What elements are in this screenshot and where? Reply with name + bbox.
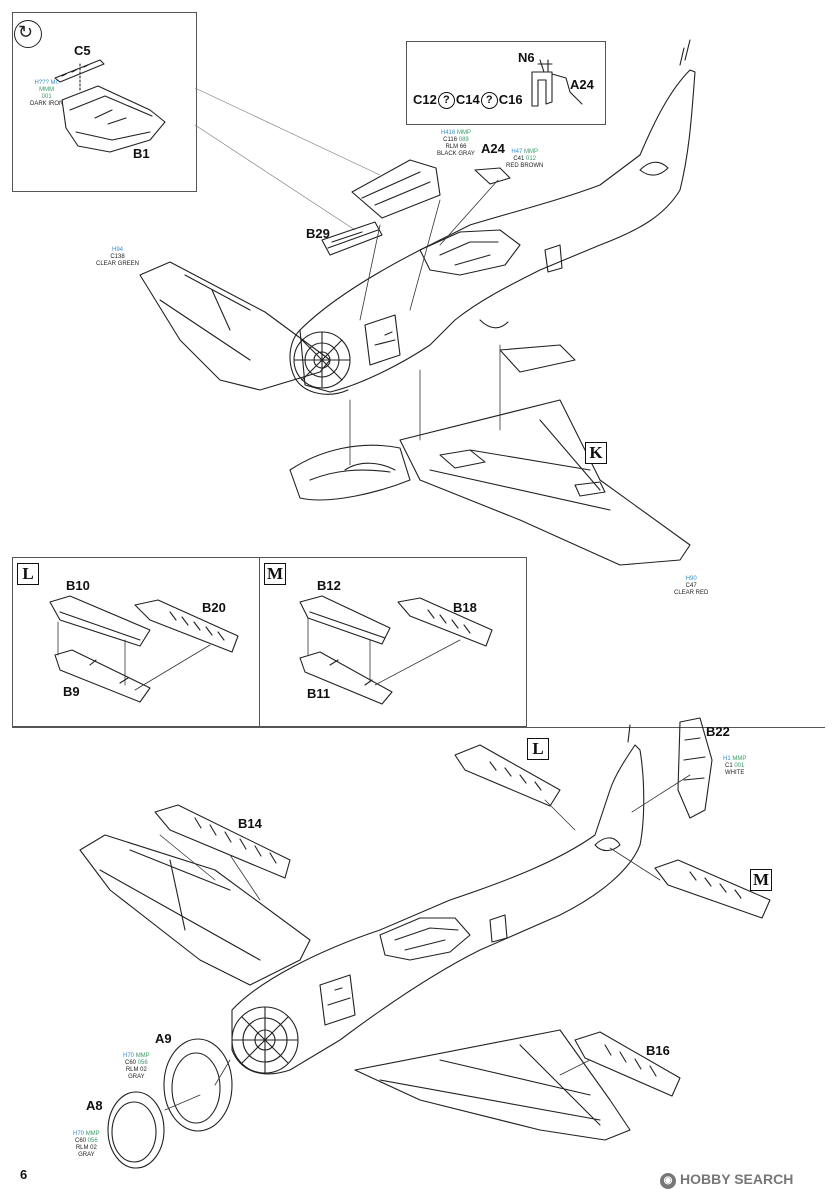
label-b14: B14 [238, 816, 262, 831]
lower-assembly-arrows [159, 774, 691, 1111]
label-option-group: C12?C14?C16 [413, 92, 523, 109]
label-n6: N6 [518, 50, 535, 65]
a9-part [163, 1038, 233, 1132]
step-m-arrows [307, 617, 461, 686]
b9-part [54, 649, 151, 703]
label-b10: B10 [66, 578, 90, 593]
step-marker-l: L [17, 563, 39, 585]
label-b20: B20 [202, 600, 226, 615]
step-panel-m [259, 557, 527, 727]
label-b29: B29 [306, 226, 330, 241]
a8-part [107, 1091, 165, 1169]
b18-part [397, 597, 493, 647]
step-ref-l: L [527, 738, 549, 760]
label-a9: A9 [155, 1031, 172, 1046]
lower-left-wing [79, 834, 311, 986]
l-flap-part [454, 744, 561, 807]
lower-right-wing [354, 1029, 631, 1141]
label-b18: B18 [453, 600, 477, 615]
label-a24-inset: A24 [570, 77, 594, 92]
m-flap-part [654, 859, 771, 919]
upper-assembly-arrows [349, 179, 501, 466]
label-b1: B1 [133, 146, 150, 161]
label-b9: B9 [63, 684, 80, 699]
option-mark-icon: ? [437, 92, 455, 109]
label-a8: A8 [86, 1098, 103, 1113]
watermark-text: HOBBY SEARCH [680, 1171, 794, 1187]
upper-fuselage [289, 39, 696, 395]
lower-divider [12, 727, 825, 728]
a24-inset-part [531, 59, 583, 107]
upper-wing-centre [289, 444, 411, 501]
step-ref-m: M [750, 869, 772, 891]
b12-part [299, 595, 391, 645]
paint-code-black-gray: H416 MMP C116 089 RLM 66 BLACK GRAY [437, 130, 475, 157]
inset-leader-lines [194, 87, 381, 231]
b14-part [154, 804, 291, 879]
paint-code-red-brown: H47 MMP C41 012 RED BROWN [506, 149, 544, 169]
a24-part [474, 167, 511, 185]
page-number: 6 [20, 1167, 28, 1182]
label-c12: C12 [413, 92, 437, 107]
b10-part [49, 595, 151, 647]
step-marker-k: K [585, 442, 607, 464]
paint-code-dark-iron: H??? Mr. MMM 001 DARK IRON [30, 80, 64, 107]
lower-fuselage [231, 724, 645, 1075]
step-marker-m: M [264, 563, 286, 585]
b29-panel [321, 221, 383, 256]
option-mark-icon: ? [480, 92, 498, 109]
label-b16: B16 [646, 1043, 670, 1058]
inset-panel-c5-b1 [12, 12, 197, 192]
paint-code-rlm02-a9: H70 MMP C60 056 RLM 02 GRAY [123, 1053, 150, 1080]
hobbysearch-logo-icon: ◉ [660, 1173, 676, 1189]
upper-left-wing [139, 261, 331, 391]
label-c14: C14 [455, 92, 480, 107]
b16-part [574, 1031, 681, 1097]
paint-code-rlm02-a8: H70 MMP C60 056 RLM 02 GRAY [73, 1131, 100, 1158]
b1-cover-part [61, 85, 166, 153]
label-c16: C16 [498, 92, 523, 107]
paint-code-white: H1 MMP C1 001 WHITE [723, 756, 747, 776]
b20-part [134, 599, 239, 653]
cowl-top-panel [351, 159, 441, 219]
b11-part [299, 651, 393, 705]
label-b12: B12 [317, 578, 341, 593]
label-b22: B22 [706, 724, 730, 739]
label-b11: B11 [307, 686, 331, 701]
paint-code-clear-green: H94 C138 CLEAR GREEN [96, 247, 140, 267]
label-a24: A24 [481, 141, 505, 156]
rotate-arrows-icon [14, 20, 42, 48]
inset-panel-a24 [406, 41, 606, 125]
b22-part [677, 717, 713, 819]
upper-right-wing [399, 344, 691, 566]
c5-gun-part [54, 59, 105, 91]
label-c5: C5 [74, 43, 91, 58]
watermark: ◉HOBBY SEARCH [660, 1171, 793, 1189]
step-l-arrows [57, 621, 211, 691]
paint-code-clear-red: H90 C47 CLEAR RED [674, 576, 709, 596]
